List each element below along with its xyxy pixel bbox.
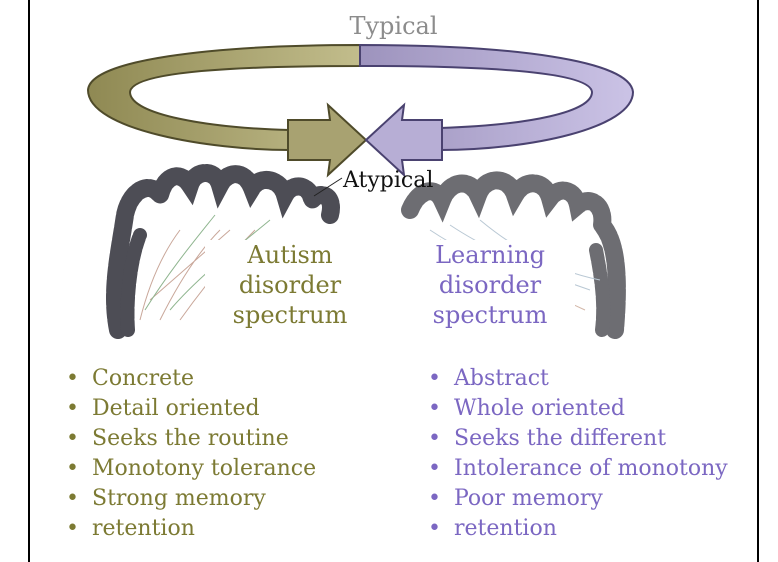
learning-label-line: Learning (405, 240, 575, 270)
list-item: Seeks the different (428, 424, 728, 454)
list-item: Detail oriented (66, 394, 316, 424)
list-item: Strong memory (66, 484, 316, 514)
list-item: Intolerance of monotony (428, 454, 728, 484)
atypical-label: Atypical (343, 168, 433, 193)
diagram-frame: Typical Atypical Autism disorder spectru… (28, 0, 759, 562)
learning-label-line: spectrum (405, 300, 575, 330)
learning-label-line: disorder (405, 270, 575, 300)
list-item: Seeks the routine (66, 424, 316, 454)
list-item: Abstract (428, 364, 728, 394)
learning-traits-list: Abstract Whole oriented Seeks the differ… (428, 364, 728, 544)
list-item: retention (428, 514, 728, 544)
autism-label-line: Autism (205, 240, 375, 270)
autism-label-line: spectrum (205, 300, 375, 330)
learning-spectrum-label: Learning disorder spectrum (405, 240, 575, 330)
typical-label: Typical (30, 12, 757, 40)
right-arrow-head (366, 105, 442, 175)
list-item: retention (66, 514, 316, 544)
autism-traits-list: Concrete Detail oriented Seeks the routi… (66, 364, 316, 544)
autism-spectrum-label: Autism disorder spectrum (205, 240, 375, 330)
autism-label-line: disorder (205, 270, 375, 300)
list-item: Concrete (66, 364, 316, 394)
list-item: Monotony tolerance (66, 454, 316, 484)
list-item: Poor memory (428, 484, 728, 514)
left-arrow-head (288, 105, 366, 175)
list-item: Whole oriented (428, 394, 728, 424)
